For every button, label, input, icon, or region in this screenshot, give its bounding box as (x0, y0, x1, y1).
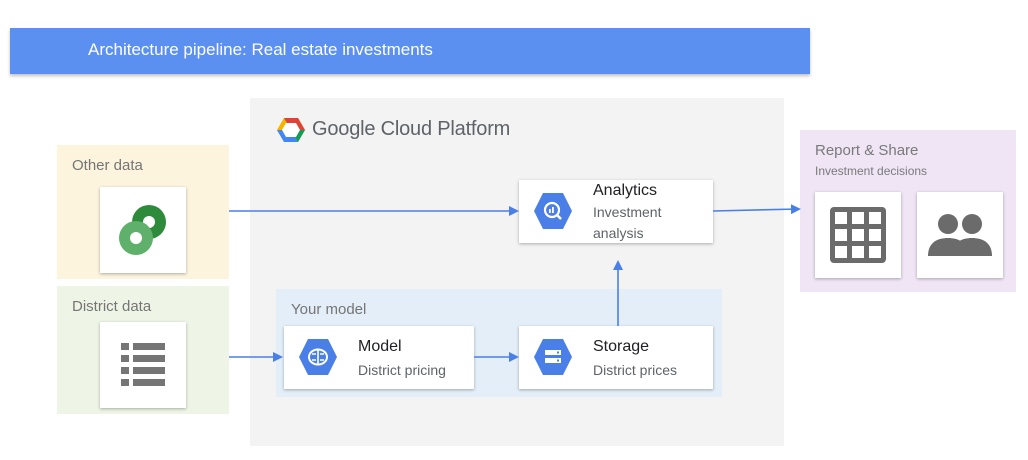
district-data-panel: District data (57, 286, 229, 414)
people-icon (928, 214, 992, 256)
platform-name: Google Cloud Platform (312, 118, 511, 140)
other-data-panel: Other data (57, 145, 229, 279)
storage-subtitle: District prices (593, 362, 678, 378)
model-subtitle: District pricing (358, 362, 446, 378)
report-share-panel: Report & Share Investment decisions (800, 130, 1016, 292)
analytics-title: Analytics (593, 182, 658, 199)
bigquery-icon (534, 193, 572, 229)
storage-title: Storage (593, 338, 650, 355)
list-icon (121, 343, 165, 386)
report-table-card[interactable] (815, 192, 901, 278)
arrow-analytics-to-report (712, 204, 801, 215)
other-data-card[interactable] (100, 187, 186, 273)
district-data-card[interactable] (100, 322, 186, 408)
dataprep-icon (119, 205, 166, 255)
storage-node[interactable]: Storage District prices (519, 326, 713, 389)
report-subtitle: Investment decisions (815, 164, 928, 178)
model-title: Model (358, 338, 402, 355)
your-model-label: Your model (291, 301, 367, 318)
report-title: Report & Share (815, 142, 919, 159)
grid-table-icon (830, 207, 886, 263)
model-node[interactable]: Model District pricing (284, 326, 474, 389)
report-people-card[interactable] (917, 192, 1003, 278)
other-data-label: Other data (72, 157, 143, 174)
analytics-node[interactable]: Analytics Investment analysis (519, 180, 713, 243)
district-data-label: District data (72, 298, 152, 315)
google-cloud-logo-icon (277, 118, 305, 142)
ml-engine-icon (299, 339, 337, 375)
analytics-subtitle: Investment analysis (593, 204, 662, 241)
diagram-title: Architecture pipeline: Real estate inves… (88, 40, 433, 59)
cloud-storage-icon (534, 339, 572, 375)
title-banner: Architecture pipeline: Real estate inves… (10, 28, 810, 74)
